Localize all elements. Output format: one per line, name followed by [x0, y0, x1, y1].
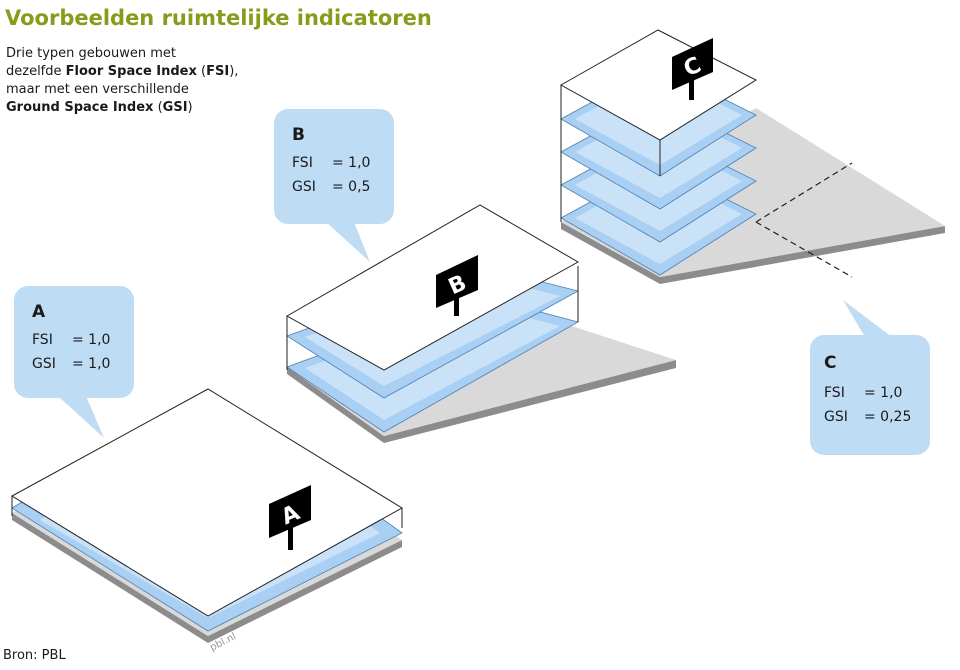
- callout-building-c: C FSI = 1,0 GSI = 0,25: [810, 335, 930, 455]
- fsi-key: FSI: [824, 385, 845, 401]
- fsi-row: FSI = 1,0: [32, 332, 110, 348]
- plot-c-division-line: [755, 162, 853, 223]
- gsi-key: GSI: [292, 179, 316, 195]
- intro-text-segment: (: [196, 64, 207, 79]
- plot-b-base-edge-right: [384, 360, 676, 443]
- plot-c-base-edge-right: [660, 226, 945, 284]
- gsi-key: GSI: [32, 356, 56, 372]
- source-note: Bron: PBL: [3, 648, 66, 663]
- plot-b-base-edge: [287, 367, 384, 443]
- plot-c-base-edge: [561, 222, 660, 284]
- gsi-row: GSI = 1,0: [32, 356, 110, 372]
- callout-label: B: [292, 125, 305, 145]
- page-title: Voorbeelden ruimtelijke indicatoren: [5, 6, 432, 30]
- intro-text-segment: dezelfde: [6, 64, 66, 79]
- intro-text-segment: ),: [229, 64, 239, 79]
- gsi-row: GSI = 0,25: [824, 409, 911, 425]
- intro-line-4: Ground Space Index (GSI): [6, 99, 276, 117]
- sign-board: [672, 38, 713, 90]
- roof-a: [11, 388, 403, 617]
- callout-pointer-b: [326, 222, 370, 262]
- plot-c-division-line: [755, 221, 853, 278]
- sign-b: B: [436, 255, 478, 316]
- callout-building-a: A FSI = 1,0 GSI = 1,0: [14, 286, 134, 398]
- gsi-row: GSI = 0,5: [292, 179, 370, 195]
- intro-text: Drie typen gebouwen met dezelfde Floor S…: [6, 45, 276, 117]
- fsi-value: = 1,0: [864, 385, 903, 401]
- sign-c: C: [672, 38, 713, 100]
- gsi-abbr: GSI: [162, 100, 188, 115]
- fsi-abbr: FSI: [206, 64, 230, 79]
- sign-board: [269, 485, 311, 538]
- sign-pole: [288, 514, 293, 550]
- gsi-key: GSI: [824, 409, 848, 425]
- fsi-key: FSI: [292, 155, 313, 171]
- intro-line-3: maar met een verschillende: [6, 82, 189, 97]
- intro-line-2: dezelfde Floor Space Index (FSI),: [6, 63, 276, 81]
- gsi-value: = 0,25: [864, 409, 912, 425]
- intro-text-segment: (: [153, 100, 163, 115]
- callout-label: A: [32, 302, 46, 322]
- fsi-value: = 1,0: [72, 332, 111, 348]
- fsi-value: = 1,0: [332, 155, 371, 171]
- callout-pointer-c: [843, 300, 892, 337]
- building-c: C: [559, 29, 945, 284]
- fsi-term: Floor Space Index: [65, 64, 197, 79]
- sign-pole: [689, 65, 694, 100]
- roof-b: [285, 204, 580, 371]
- gsi-value: = 1,0: [72, 356, 111, 372]
- callout-label: C: [824, 353, 837, 373]
- fsi-row: FSI = 1,0: [292, 155, 370, 171]
- fsi-row: FSI = 1,0: [824, 385, 902, 401]
- building-b: B: [285, 204, 676, 443]
- fsi-key: FSI: [32, 332, 53, 348]
- gsi-value: = 0,5: [332, 179, 371, 195]
- sign-board: [436, 255, 478, 308]
- building-a: A: [11, 388, 403, 643]
- callout-pointer-a: [58, 396, 104, 438]
- intro-text-segment: ): [187, 100, 193, 115]
- intro-line-1: Drie typen gebouwen met: [6, 46, 176, 61]
- gsi-term: Ground Space Index: [6, 100, 154, 115]
- callout-building-b: B FSI = 1,0 GSI = 0,5: [274, 109, 394, 224]
